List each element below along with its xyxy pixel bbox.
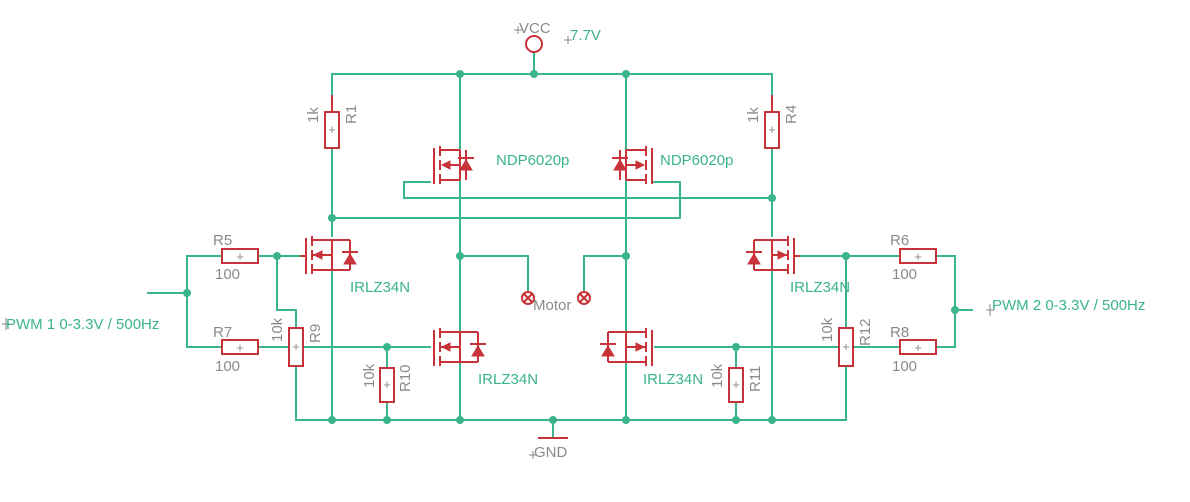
ground-symbol: GND: [529, 437, 568, 461]
r10-value: 10k: [361, 363, 378, 388]
q-high-right-label: NDP6020p: [660, 152, 733, 169]
vcc-label: VCC: [519, 20, 551, 37]
junctions: [183, 70, 959, 424]
svg-text:+: +: [236, 340, 244, 355]
r8-value: 100: [892, 358, 917, 375]
q-high-left-label: NDP6020p: [496, 152, 569, 169]
motor-terminal-left-icon: [521, 291, 535, 305]
r6-value: 100: [892, 266, 917, 283]
resistor-r5: + R5 100: [213, 232, 259, 283]
r11-value: 10k: [709, 363, 726, 388]
resistor-r7: + R7 100: [213, 324, 259, 375]
resistor-r9: + 10k R9: [269, 317, 324, 367]
resistor-r1: + 1k R1: [305, 95, 360, 149]
pwm2-label: PWM 2 0-3.3V / 500Hz: [992, 297, 1145, 314]
r1-name: R1: [343, 105, 360, 124]
mosfet-low-left: IRLZ34N: [433, 328, 538, 388]
resistor-r12: + 10k R12: [819, 317, 874, 367]
r4-name: R4: [783, 105, 800, 124]
mosfet-high-left: NDP6020p: [433, 146, 569, 184]
r7-value: 100: [215, 358, 240, 375]
mosfet-driver-left: IRLZ34N: [300, 236, 410, 296]
svg-text:+: +: [236, 249, 244, 264]
resistor-r10: + 10k R10: [361, 363, 414, 403]
q-driver-left-label: IRLZ34N: [350, 279, 410, 296]
resistor-r4: + 1k R4: [745, 95, 800, 149]
svg-text:+: +: [328, 122, 336, 137]
vcc-symbol: VCC 7.7V: [514, 20, 601, 53]
svg-text:+: +: [914, 249, 922, 264]
mosfet-driver-right: IRLZ34N: [746, 236, 850, 296]
q-low-right-label: IRLZ34N: [643, 371, 703, 388]
r9-value: 10k: [269, 317, 286, 342]
motor-terminal-right-icon: [577, 291, 591, 305]
svg-text:+: +: [768, 122, 776, 137]
resistor-r11: + 10k R11: [709, 363, 764, 403]
resistor-r6: + R6 100: [890, 232, 937, 283]
vcc-value: 7.7V: [570, 27, 601, 44]
r11-name: R11: [747, 366, 764, 392]
r12-value: 10k: [819, 317, 836, 342]
svg-text:+: +: [732, 377, 740, 392]
wires: [147, 51, 973, 439]
svg-text:+: +: [383, 377, 391, 392]
svg-text:+: +: [842, 339, 850, 354]
mosfet-high-right: NDP6020p: [612, 146, 733, 184]
pwm1-label: PWM 1 0-3.3V / 500Hz: [6, 316, 159, 333]
r7-name: R7: [213, 324, 232, 341]
r10-name: R10: [397, 364, 414, 392]
mosfet-low-right: IRLZ34N: [600, 328, 703, 388]
motor-label: Motor: [533, 297, 571, 314]
svg-text:+: +: [292, 339, 300, 354]
r12-name: R12: [857, 318, 874, 346]
r6-name: R6: [890, 232, 909, 249]
r8-name: R8: [890, 324, 909, 341]
q-driver-right-label: IRLZ34N: [790, 279, 850, 296]
r4-value: 1k: [745, 107, 762, 123]
r9-name: R9: [307, 324, 324, 343]
gnd-label: GND: [534, 444, 568, 461]
svg-text:+: +: [914, 340, 922, 355]
resistor-r8: + R8 100: [890, 324, 937, 375]
r5-value: 100: [215, 266, 240, 283]
q-low-left-label: IRLZ34N: [478, 371, 538, 388]
r5-name: R5: [213, 232, 232, 249]
r1-value: 1k: [305, 107, 322, 123]
motor-terminals: Motor: [521, 291, 591, 314]
